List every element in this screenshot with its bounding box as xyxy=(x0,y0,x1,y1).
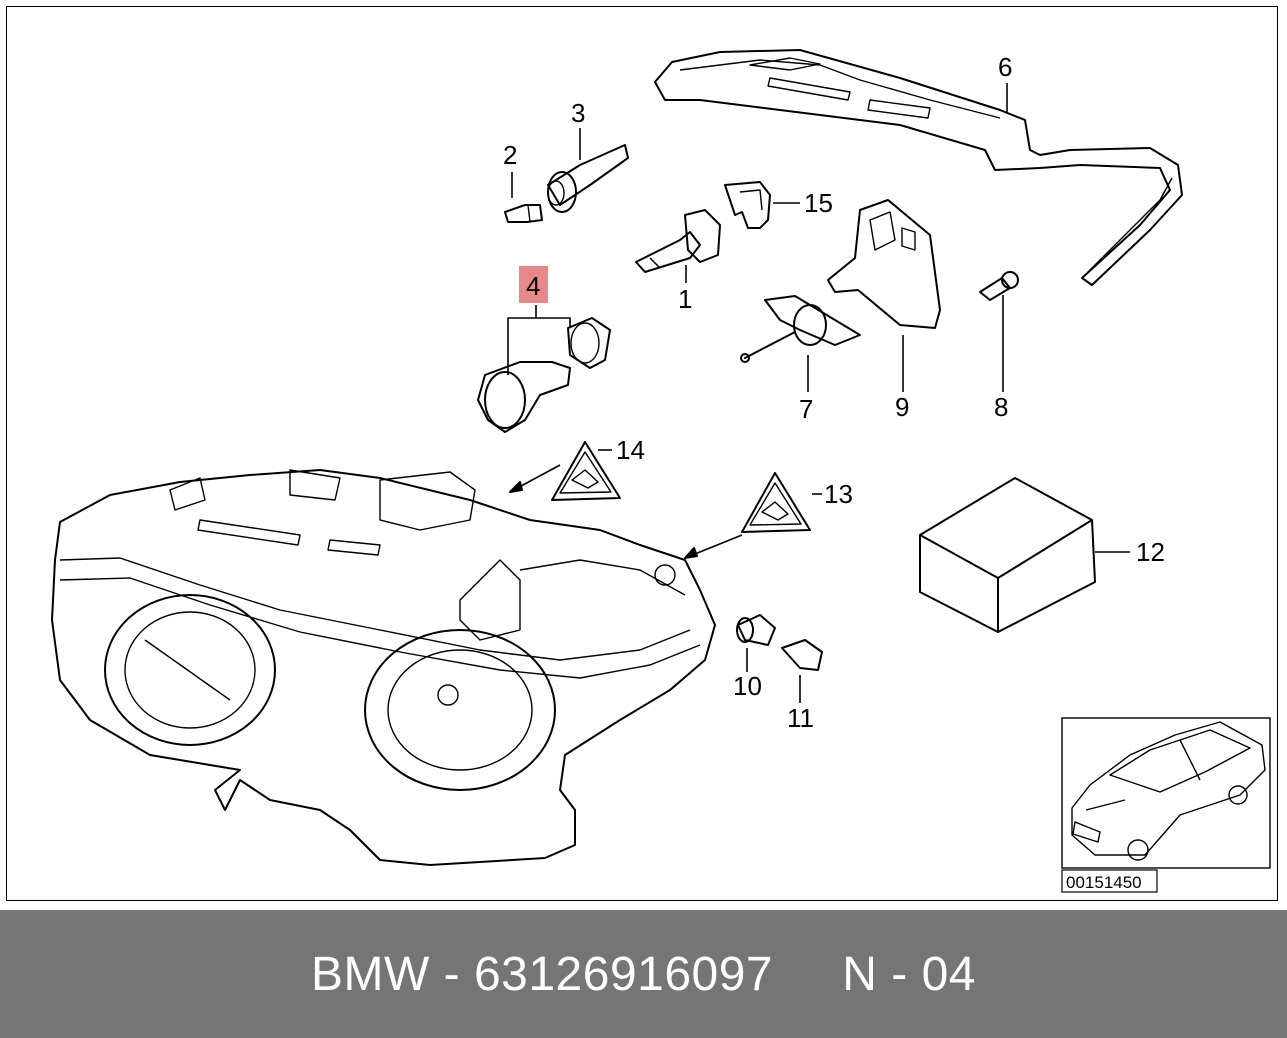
callout-2: 2 xyxy=(503,140,517,170)
lamp-holder-part xyxy=(477,317,611,433)
igniter-part xyxy=(740,295,861,363)
headlight-assembly xyxy=(51,469,716,866)
clip-part xyxy=(724,181,771,229)
reference-number: 00151450 xyxy=(1066,873,1142,892)
screw-part xyxy=(979,271,1019,301)
callout-6: 6 xyxy=(998,52,1012,82)
callout-15: 15 xyxy=(804,188,833,218)
indicator-bulb-part xyxy=(781,639,823,671)
callout-11: 11 xyxy=(787,703,814,733)
parts-diagram: 1 2 3 4 6 7 8 9 10 11 12 13 14 15 001514… xyxy=(51,49,1271,893)
callout-labels: 1 2 3 4 6 7 8 9 10 11 12 13 14 15 xyxy=(503,52,1165,733)
callout-4-highlight xyxy=(519,266,548,303)
callout-8: 8 xyxy=(994,392,1008,422)
callout-13: 13 xyxy=(824,479,853,509)
callout-10: 10 xyxy=(733,671,762,701)
main-bulb-part xyxy=(635,209,721,273)
warning-label-13 xyxy=(741,472,811,533)
warning-label-14 xyxy=(551,441,621,501)
callout-3: 3 xyxy=(571,98,585,128)
trim-strip-part xyxy=(654,49,1183,286)
part-number-caption: BMW - 63126916097 N - 04 xyxy=(311,947,976,1001)
side-bulb-part xyxy=(736,614,776,646)
box-part xyxy=(919,477,1096,633)
car-thumbnail-inset: 00151450 xyxy=(1061,717,1271,893)
callout-9: 9 xyxy=(895,392,909,422)
leader-lines xyxy=(507,83,1130,703)
callout-14: 14 xyxy=(616,435,645,465)
footer-bar: BMW - 63126916097 N - 04 xyxy=(0,910,1287,1038)
callout-12: 12 xyxy=(1136,537,1165,567)
callout-4: 4 xyxy=(526,271,540,301)
small-bulb-part xyxy=(504,204,543,223)
control-unit-part xyxy=(827,199,941,329)
callout-1: 1 xyxy=(678,284,692,314)
callout-7: 7 xyxy=(799,394,813,424)
bulb-socket-part xyxy=(547,144,629,213)
